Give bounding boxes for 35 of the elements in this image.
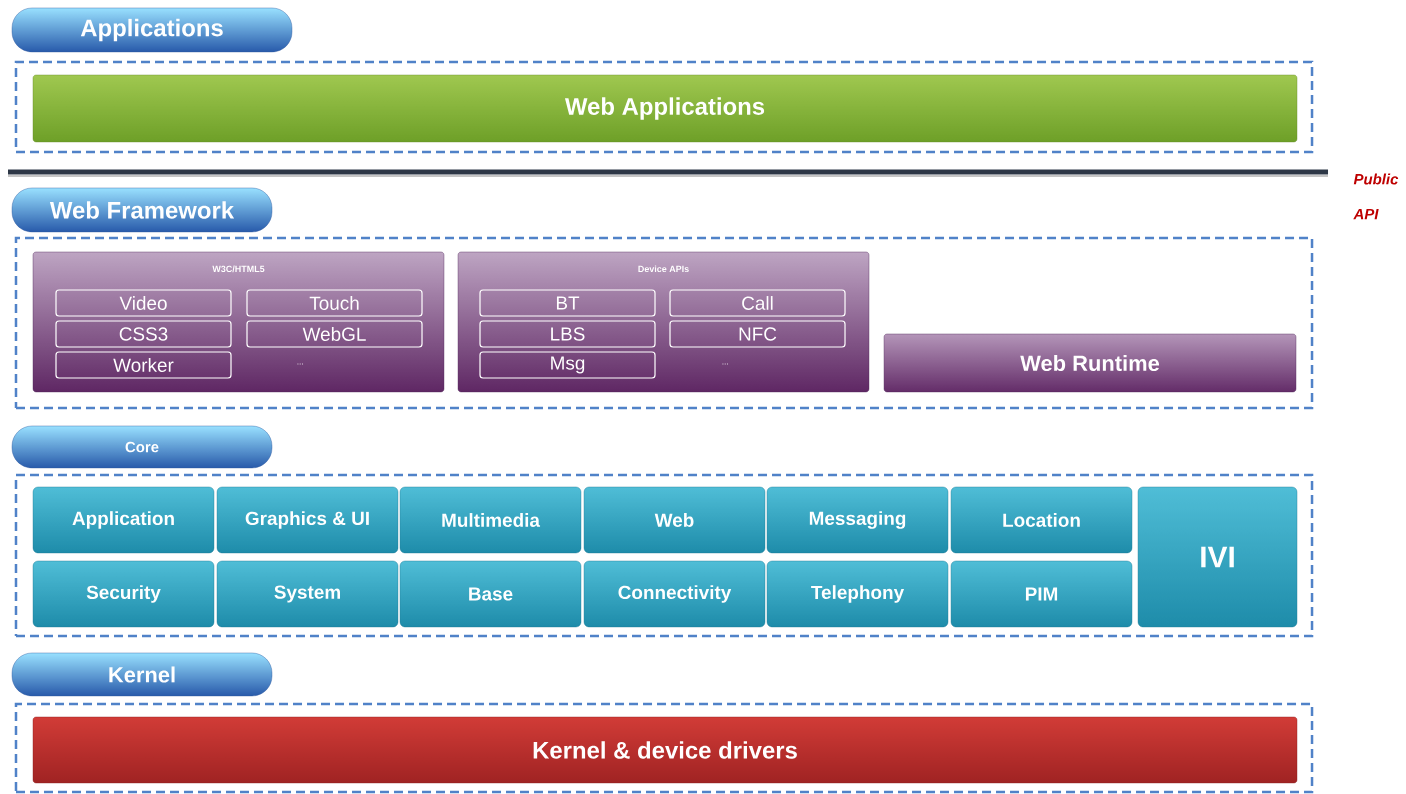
runtime-box: Web Runtime — [883, 333, 1297, 393]
api-box: Call — [669, 289, 846, 317]
dashed-frame — [14, 473, 1314, 638]
api-box: Msg — [479, 351, 656, 379]
module-box: Base — [399, 560, 582, 628]
api-box: Touch — [246, 289, 423, 317]
module-box: PIM — [950, 560, 1133, 628]
module-box: Connectivity — [583, 560, 766, 628]
module-box: Location — [950, 486, 1133, 554]
annotation-text: Public API — [1353, 173, 1399, 220]
module-box: Security — [32, 560, 215, 628]
api-box: Worker — [55, 351, 232, 379]
module-box: IVI — [1137, 486, 1298, 628]
module-box: Multimedia — [399, 486, 582, 554]
api-box: CSS3 — [55, 320, 232, 348]
tab-label: Web Framework — [11, 187, 273, 233]
dashed-frame — [14, 60, 1314, 154]
tab-label: Applications — [11, 7, 293, 53]
layer-bar: Kernel & device drivers — [32, 716, 1298, 784]
module-box: Messaging — [766, 486, 949, 554]
module-box: Application — [32, 486, 215, 554]
api-box: Video — [55, 289, 232, 317]
module-box: Graphics & UI — [216, 486, 399, 554]
tab-label: Kernel — [11, 652, 273, 697]
layer-bar: Web Applications — [32, 74, 1298, 143]
dashed-frame — [14, 236, 1314, 410]
api-box: WebGL — [246, 320, 423, 348]
api-box: LBS — [479, 320, 656, 348]
dashed-frame — [14, 702, 1314, 794]
api-box: BT — [479, 289, 656, 317]
module-box: System — [216, 560, 399, 628]
module-box: Telephony — [766, 560, 949, 628]
module-box: Web — [583, 486, 766, 554]
tab-label: Core — [11, 425, 273, 469]
api-box: NFC — [669, 320, 846, 348]
